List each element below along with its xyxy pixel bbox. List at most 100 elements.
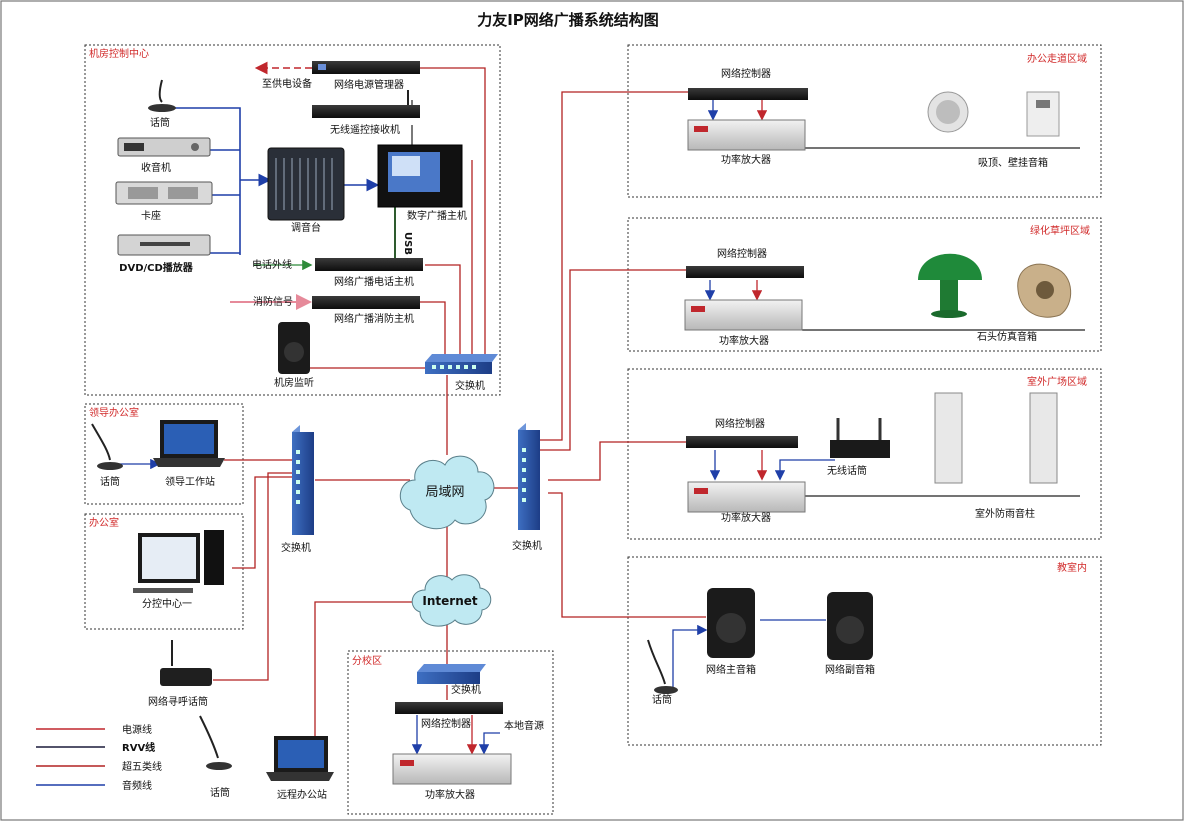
zone-label-lawn: 绿化草坪区域 (1030, 224, 1090, 237)
switch-left-device (292, 425, 314, 535)
zone-label-classroom: 教室内 (1057, 561, 1087, 574)
label-wireless-mic: 无线话筒 (827, 464, 867, 477)
power-manager-device (312, 61, 420, 74)
dvd-icon (117, 234, 211, 256)
controller-corridor-device (688, 88, 808, 100)
label-ctrl-branch: 网络控制器 (421, 717, 471, 730)
label-paging-mic: 网络寻呼话筒 (148, 695, 208, 708)
zone-label-branch: 分校区 (352, 654, 382, 667)
zone-label-machine-room: 机房控制中心 (89, 47, 149, 60)
label-sub-center: 分控中心一 (142, 597, 192, 610)
class-mic-icon (647, 639, 678, 694)
net-main-speaker-icon (707, 588, 755, 658)
label-amp-branch: 功率放大器 (425, 788, 475, 801)
label-remote-office: 远程办公站 (277, 788, 327, 801)
laptop-leader-icon (153, 420, 225, 467)
zone-label-office: 办公室 (89, 516, 119, 529)
remote-mic-icon (199, 715, 232, 770)
zone-label-corridor: 办公走道区域 (1027, 52, 1087, 65)
label-amp-plaza: 功率放大器 (721, 511, 771, 524)
label-dvd: DVD/CD播放器 (119, 261, 194, 274)
controller-lawn-device (686, 266, 804, 278)
label-cassette: 卡座 (141, 209, 161, 222)
amp-corridor-device (687, 119, 806, 151)
phone-host-device (315, 258, 423, 271)
label-main-host: 数字广播主机 (407, 209, 467, 222)
label-mic1: 话筒 (150, 116, 170, 129)
label-power-mgr: 网络电源管理器 (334, 78, 404, 91)
controller-branch-device (395, 702, 503, 714)
label-phone-line: 电话外线 (252, 258, 292, 271)
label-radio: 收音机 (141, 161, 171, 174)
label-spk-lawn: 石头仿真音箱 (977, 330, 1037, 343)
label-net-main-spk: 网络主音箱 (706, 663, 756, 676)
legend-label-cat5: 超五类线 (122, 760, 162, 773)
label-ctrl-plaza: 网络控制器 (715, 417, 765, 430)
label-fire-host: 网络广播消防主机 (334, 312, 414, 325)
column-speaker-icon (934, 392, 1058, 484)
legend: 电源线 RVV线 超五类线 音频线 (36, 723, 162, 792)
label-net-sub-spk: 网络副音箱 (825, 663, 875, 676)
amp-branch-device (392, 753, 512, 785)
zone-boxes (84, 44, 1102, 815)
mushroom-speaker-icon (918, 253, 982, 318)
lan-label: 局域网 (425, 485, 464, 500)
monitor-speaker-icon (278, 322, 310, 374)
internet-label: Internet (422, 594, 477, 608)
label-fire-signal: 消防信号 (253, 295, 293, 308)
label-ctrl-corridor: 网络控制器 (721, 67, 771, 80)
lan-cloud-icon (400, 455, 495, 530)
legend-label-audio: 音频线 (122, 779, 152, 792)
label-spk-corridor: 吸顶、壁挂音箱 (978, 156, 1048, 169)
wall-speaker-icon (1026, 91, 1060, 137)
rock-speaker-icon (1017, 263, 1072, 318)
label-spk-plaza: 室外防雨音柱 (975, 507, 1035, 520)
fire-host-device (312, 296, 420, 309)
label-mic-class: 话筒 (652, 693, 672, 706)
label-mic-remote: 话筒 (210, 786, 230, 799)
controller-plaza-device (686, 436, 798, 448)
net-sub-speaker-icon (827, 592, 873, 660)
label-amp-corridor: 功率放大器 (721, 153, 771, 166)
switch-branch-device (417, 664, 486, 684)
cassette-icon (115, 181, 213, 205)
paging-mic-icon (160, 640, 212, 686)
label-switch-branch: 交换机 (451, 683, 481, 696)
label-usb: USB (402, 232, 413, 255)
label-room-monitor: 机房监听 (274, 376, 314, 389)
amp-plaza-device (687, 481, 806, 513)
legend-label-power: 电源线 (122, 723, 152, 736)
ceiling-speaker-icon (927, 91, 969, 133)
label-switch-center: 交换机 (512, 539, 542, 552)
label-switch-left: 交换机 (281, 541, 311, 554)
label-mixer: 调音台 (291, 221, 321, 234)
label-wireless-rx: 无线遥控接收机 (330, 123, 400, 136)
label-leader-ws: 领导工作站 (165, 475, 215, 488)
connection-lines (118, 61, 1085, 773)
leader-mic-icon (91, 423, 123, 470)
label-amp-lawn: 功率放大器 (719, 334, 769, 347)
label-local-src: 本地音源 (504, 719, 544, 732)
switch-room-device (425, 354, 498, 374)
main-host-device (377, 144, 463, 208)
mixer-icon (267, 147, 345, 221)
sub-center-computer-icon (133, 530, 224, 593)
radio-icon (117, 137, 211, 157)
zone-label-leader-office: 领导办公室 (89, 406, 139, 419)
label-ctrl-lawn: 网络控制器 (717, 247, 767, 260)
legend-label-rvv: RVV线 (122, 741, 155, 754)
label-to-power: 至供电设备 (262, 77, 312, 90)
mic-icon (148, 79, 176, 112)
amp-lawn-device (684, 299, 803, 331)
label-switch-room: 交换机 (455, 379, 485, 392)
internet-cloud-icon (411, 574, 492, 627)
switch-center-device (518, 423, 540, 530)
zone-label-plaza: 室外广场区域 (1027, 375, 1087, 388)
page-title: 力友IP网络广播系统结构图 (477, 11, 659, 29)
label-phone-host: 网络广播电话主机 (334, 275, 414, 288)
wireless-mic-receiver-icon (830, 418, 890, 458)
laptop-remote-icon (266, 736, 334, 781)
